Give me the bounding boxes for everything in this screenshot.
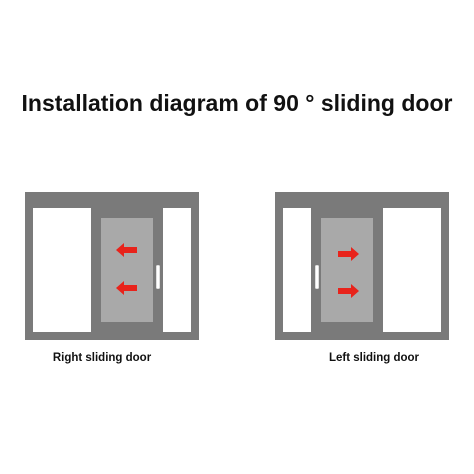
right-sliding-door-drawing [25, 192, 199, 340]
right-sliding-door-diagram [25, 192, 199, 340]
diagram-title: Installation diagram of 90 ° sliding doo… [21, 90, 453, 116]
arrow-right-icon [338, 247, 359, 261]
door-handle [155, 264, 161, 290]
arrow-left-icon [116, 243, 137, 257]
door-glass-panel [321, 218, 373, 322]
left-sliding-door-drawing [275, 192, 449, 340]
door-glass-panel [101, 218, 153, 322]
right-sliding-door-caption: Right sliding door [52, 352, 152, 364]
door-handle [314, 264, 320, 290]
arrow-left-icon [116, 281, 137, 295]
left-sliding-door-caption: Left sliding door [328, 352, 420, 364]
arrow-right-icon [338, 284, 359, 298]
left-sliding-door-diagram [275, 192, 449, 340]
